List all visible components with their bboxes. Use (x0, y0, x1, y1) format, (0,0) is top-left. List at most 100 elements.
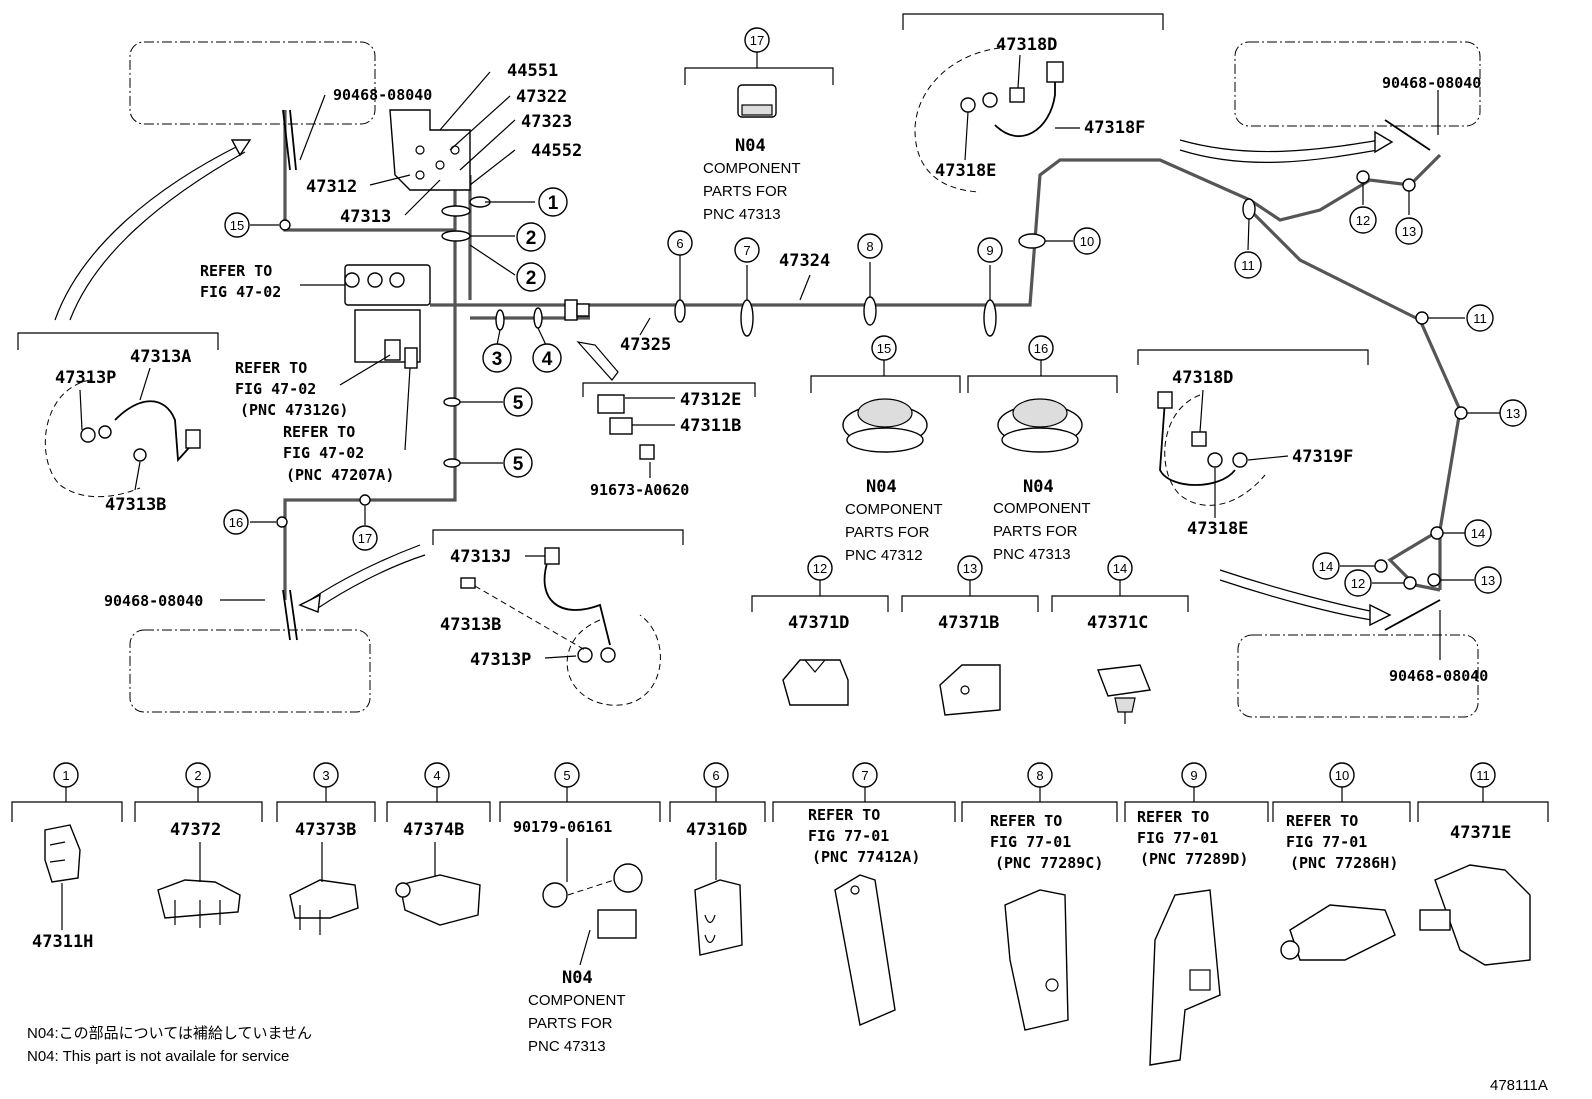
label-90468-tl: 90468-08040 (333, 86, 432, 104)
label-90468-bl: 90468-08040 (104, 592, 203, 610)
svg-text:11: 11 (1473, 311, 1487, 326)
svg-text:91673-A0620: 91673-A0620 (590, 481, 689, 499)
svg-text:5: 5 (513, 454, 524, 475)
part-77289D (1149, 889, 1221, 1066)
part-47374B (395, 874, 481, 926)
part-47372 (157, 879, 241, 928)
callout-15b: 15 (871, 335, 897, 361)
svg-text:13: 13 (1506, 406, 1520, 421)
svg-text:47318E: 47318E (1187, 519, 1248, 539)
ref-box-top-right (1234, 41, 1481, 127)
svg-text:47312E: 47312E (680, 390, 741, 410)
grommet-15 (842, 398, 928, 453)
svg-text:47313B: 47313B (440, 615, 501, 635)
labels-insets: 47313A 47313P 47313B 47318D 47318F 47318… (55, 35, 1353, 670)
svg-text:47371C: 47371C (1087, 613, 1148, 633)
svg-text:PARTS FOR: PARTS FOR (703, 183, 788, 200)
labels-main: 90468-08040 44551 47322 47323 44552 4731… (104, 61, 1488, 685)
callout-b3: 3 (313, 762, 339, 802)
svg-text:PNC 47313: PNC 47313 (993, 546, 1071, 563)
fitting-group (597, 394, 655, 460)
callouts-bottom: 1 2 3 4 5 6 7 8 9 10 11 (53, 52, 1496, 802)
callout-15a: 15 (224, 212, 250, 238)
svg-text:8: 8 (866, 239, 873, 254)
svg-text:47318E: 47318E (935, 161, 996, 181)
svg-text:FIG 77-01: FIG 77-01 (808, 827, 889, 845)
callout-12c: 12 (807, 555, 833, 581)
svg-text:47313B: 47313B (105, 495, 166, 515)
callout-13b: 13 (1499, 399, 1527, 427)
label-refer-b2: FIG 47-02 (235, 380, 316, 398)
svg-text:47318D: 47318D (996, 35, 1057, 55)
callout-b7: 7 (852, 762, 878, 802)
clamp-47371C (1097, 664, 1151, 724)
inset-left-hose (44, 379, 201, 498)
labels-bottom-row: 47311H 47372 47373B 47374B 90179-06161 4… (32, 806, 1511, 966)
svg-text:13: 13 (963, 561, 977, 576)
svg-text:47311B: 47311B (680, 416, 741, 436)
label-refer-b1: REFER TO (235, 359, 307, 377)
svg-text:17: 17 (750, 33, 764, 48)
callout-12b: 12 (1344, 569, 1372, 597)
svg-text:13: 13 (1481, 573, 1495, 588)
svg-text:14: 14 (1319, 559, 1333, 574)
svg-text:90179-06161: 90179-06161 (513, 818, 612, 836)
inset-rear-right-hose (1157, 391, 1266, 506)
leader-lines (220, 71, 1500, 660)
svg-text:6: 6 (712, 768, 719, 783)
svg-text:8: 8 (1036, 768, 1043, 783)
callout-11b: 11 (1466, 304, 1494, 332)
svg-text:47371E: 47371E (1450, 823, 1511, 843)
note-jp: N04:この部品については補給していません (27, 1025, 312, 1042)
svg-text:13: 13 (1402, 224, 1416, 239)
svg-text:9: 9 (1190, 768, 1197, 783)
ref-box-bottom-right (1237, 634, 1479, 718)
svg-text:2: 2 (526, 268, 537, 289)
svg-text:47318F: 47318F (1084, 118, 1145, 138)
callout-2b: 2 (516, 262, 546, 292)
callout-14b: 14 (1312, 552, 1340, 580)
callout-13a: 13 (1395, 217, 1423, 245)
svg-text:47318D: 47318D (1172, 368, 1233, 388)
svg-text:FIG 77-01: FIG 77-01 (1286, 833, 1367, 851)
svg-text:16: 16 (1034, 341, 1048, 356)
note-en: N04: This part is not availale for servi… (27, 1048, 289, 1065)
label-47325: 47325 (620, 335, 671, 355)
grommet-16 (997, 398, 1083, 453)
callout-b2: 2 (185, 762, 211, 802)
svg-text:15: 15 (877, 341, 891, 356)
svg-text:47316D: 47316D (686, 820, 747, 840)
callout-17a: 17 (352, 525, 378, 551)
callout-9: 9 (977, 237, 1003, 263)
svg-text:COMPONENT: COMPONENT (993, 500, 1091, 517)
svg-text:FIG 77-01: FIG 77-01 (990, 833, 1071, 851)
part-47316D (694, 879, 743, 956)
arrows (54, 130, 1394, 627)
callout-2a: 2 (516, 222, 546, 252)
part-90179-06161 (542, 863, 643, 939)
svg-text:14: 14 (1471, 526, 1485, 541)
label-90468-tr: 90468-08040 (1382, 74, 1481, 92)
clamp-47371B (939, 664, 1001, 716)
svg-text:PARTS FOR: PARTS FOR (528, 1015, 613, 1032)
callout-b5: 5 (554, 762, 580, 802)
part-77286H (1280, 904, 1396, 961)
label-47323: 47323 (521, 112, 572, 132)
svg-text:11: 11 (1241, 258, 1255, 273)
svg-text:47374B: 47374B (403, 820, 464, 840)
svg-text:5: 5 (563, 768, 570, 783)
svg-text:47371B: 47371B (938, 613, 999, 633)
svg-text:PARTS FOR: PARTS FOR (845, 524, 930, 541)
labels-n04: N04 COMPONENT PARTS FOR PNC 47313 N04 CO… (528, 136, 1091, 1055)
svg-text:3: 3 (492, 349, 503, 370)
svg-text:47313A: 47313A (130, 347, 191, 367)
callout-10: 10 (1073, 227, 1101, 255)
group-brackets (11, 13, 1549, 822)
callout-b4: 4 (424, 762, 450, 802)
callout-14a: 14 (1464, 519, 1492, 547)
svg-text:7: 7 (861, 768, 868, 783)
label-47313: 47313 (340, 207, 391, 227)
svg-text:PARTS FOR: PARTS FOR (993, 523, 1078, 540)
svg-text:COMPONENT: COMPONENT (703, 160, 801, 177)
svg-text:11: 11 (1476, 768, 1490, 783)
